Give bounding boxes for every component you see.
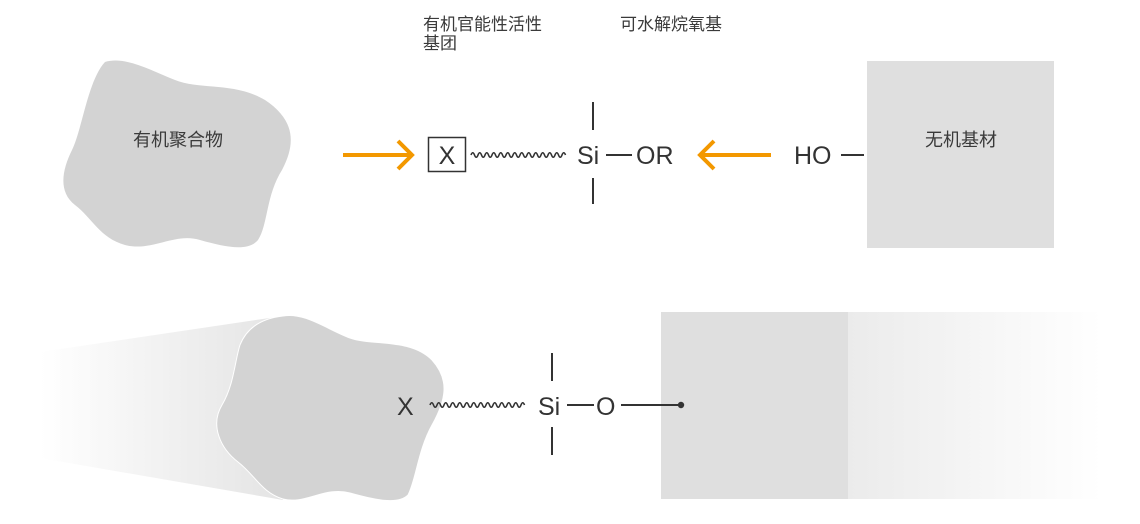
alkoxy-group: OR <box>636 142 674 170</box>
label-organic-functional-group: 有机官能性活性 基团 <box>423 16 542 54</box>
alkyl-chain-wave <box>470 151 567 159</box>
inorganic-substrate-label: 无机基材 <box>925 130 997 151</box>
substrate-fade-extension <box>848 312 1102 499</box>
oxygen-atom: O <box>596 393 615 421</box>
functional-group-x-bonded: X <box>397 393 414 421</box>
substrate-anchor-dot <box>677 401 685 409</box>
polymer-extrusion <box>40 316 283 500</box>
alkyl-chain-wave-bonded <box>429 401 526 409</box>
functional-group-x-boxed: X <box>427 136 467 173</box>
organic-polymer-blob-bonded <box>216 314 445 502</box>
inorganic-substrate-box: 无机基材 <box>867 61 1054 248</box>
functional-group-x: X <box>439 142 456 170</box>
arrow-right-icon <box>343 139 415 171</box>
organic-polymer-blob: 有机聚合物 <box>63 60 291 248</box>
organic-polymer-label: 有机聚合物 <box>133 130 223 151</box>
inorganic-substrate-box-bonded <box>661 312 848 499</box>
silicon-atom: Si <box>577 142 599 170</box>
hydroxyl-group: HO <box>794 142 832 170</box>
label-hydrolyzable-alkoxy: 可水解烷氧基 <box>620 15 722 35</box>
silicon-atom-bonded: Si <box>538 393 560 421</box>
label-line-2: 基团 <box>423 34 457 54</box>
arrow-left-icon <box>697 139 771 171</box>
label-line-1: 有机官能性活性 <box>423 15 542 35</box>
